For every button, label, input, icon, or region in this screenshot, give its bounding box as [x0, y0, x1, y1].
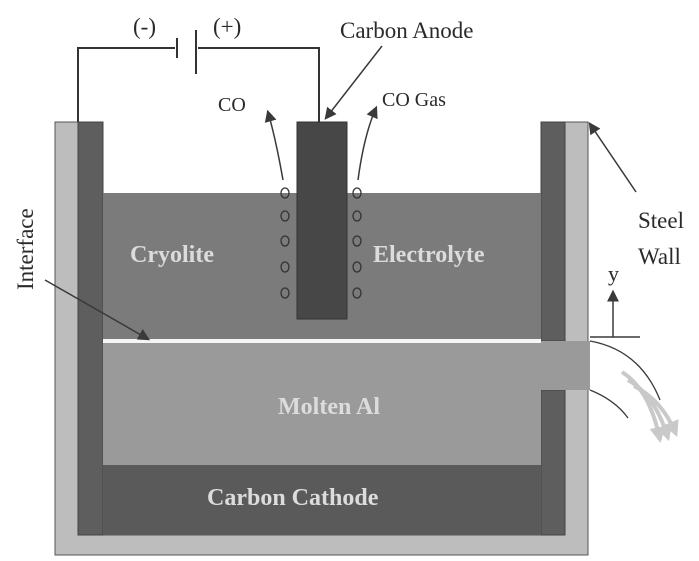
y-axis-label: y [608, 261, 619, 286]
electrolyte-label: Electrolyte [373, 242, 485, 268]
circuit-wire-positive [198, 47, 320, 122]
steel-wall-arrow [588, 122, 637, 193]
molten-al-layer [103, 341, 590, 465]
circuit-wire [77, 47, 175, 122]
carbon-anode-label: Carbon Anode [340, 18, 474, 43]
gas-bubbles-right [352, 187, 362, 299]
right-side-lining-upper [540, 121, 566, 342]
outflow-boundary-upper [589, 340, 661, 401]
outflow-boundary-lower [589, 389, 629, 419]
positive-terminal-label: (+) [213, 14, 241, 39]
co-gas-label: CO Gas [382, 89, 446, 111]
carbon-anode-arrow [324, 45, 383, 120]
interface-label: Interface [13, 208, 38, 290]
cryolite-label: Cryolite [130, 242, 214, 268]
carbon-anode-block [296, 121, 348, 320]
left-side-lining [77, 121, 104, 536]
negative-terminal-label: (-) [133, 14, 156, 39]
wall-label: Wall [638, 244, 681, 269]
co-label: CO [218, 94, 246, 116]
gas-bubbles-left [280, 187, 290, 299]
outflow-arrows [620, 370, 679, 444]
molten-al-label: Molten Al [278, 394, 380, 420]
co-left-arrow [264, 109, 284, 181]
co-gas-arrow [357, 105, 378, 181]
carbon-cathode-label: Carbon Cathode [207, 485, 379, 511]
right-side-lining-lower [540, 389, 566, 536]
interface-arrow [44, 279, 151, 341]
carbon-cathode-block [103, 465, 541, 535]
steel-label: Steel [638, 208, 684, 233]
